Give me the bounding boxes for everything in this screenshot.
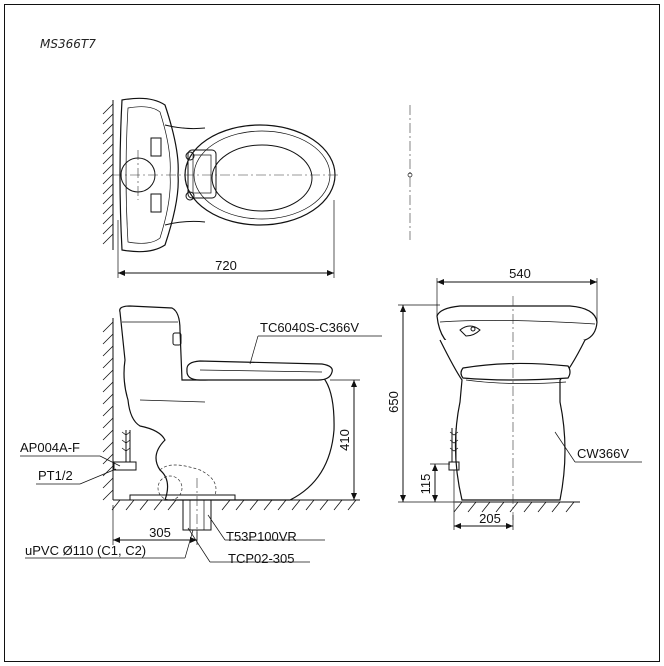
dim-total-height: 650	[386, 304, 455, 503]
dim-650: 650	[386, 391, 401, 413]
callout-thread: PT1/2	[36, 468, 117, 485]
side-view	[102, 305, 360, 540]
top-view-wall-hatch	[102, 103, 114, 245]
label-adapter: T53P100VR	[226, 529, 297, 544]
callout-adapter: T53P100VR	[207, 514, 325, 544]
dim-overall-length: 720	[117, 200, 335, 278]
dim-410: 410	[337, 429, 352, 451]
dim-540: 540	[509, 266, 531, 281]
top-view	[102, 97, 413, 253]
label-flange: TCP02-305	[228, 551, 294, 566]
dim-rough-in: 305	[112, 505, 198, 545]
callout-seat: TC6040S-C366V	[249, 320, 382, 365]
dim-seat-height: 410	[330, 379, 360, 500]
label-thread: PT1/2	[38, 468, 73, 483]
side-view-stop-valve	[113, 461, 137, 471]
label-supply-valve: AP004A-F	[20, 440, 80, 455]
dim-720: 720	[215, 258, 237, 273]
callout-supply-valve: AP004A-F	[20, 440, 121, 467]
side-view-seat	[186, 360, 333, 381]
side-view-body	[119, 305, 335, 501]
callout-bowl: CW366V	[554, 431, 642, 463]
label-bowl: CW366V	[577, 446, 629, 461]
label-pipe: uPVC Ø110 (C1, C2)	[25, 543, 146, 558]
dim-115: 115	[418, 474, 433, 495]
label-seat: TC6040S-C366V	[260, 320, 359, 335]
dim-supply-height: 115	[418, 463, 450, 502]
dim-205: 205	[479, 511, 501, 526]
front-view-seat	[460, 362, 571, 381]
dim-supply-offset: 205	[453, 470, 514, 530]
dim-width: 540	[436, 266, 598, 322]
model-number: MS366T7	[40, 37, 96, 51]
callout-pipe: uPVC Ø110 (C1, C2)	[25, 529, 194, 559]
dim-305: 305	[149, 525, 171, 540]
front-view	[436, 296, 598, 520]
